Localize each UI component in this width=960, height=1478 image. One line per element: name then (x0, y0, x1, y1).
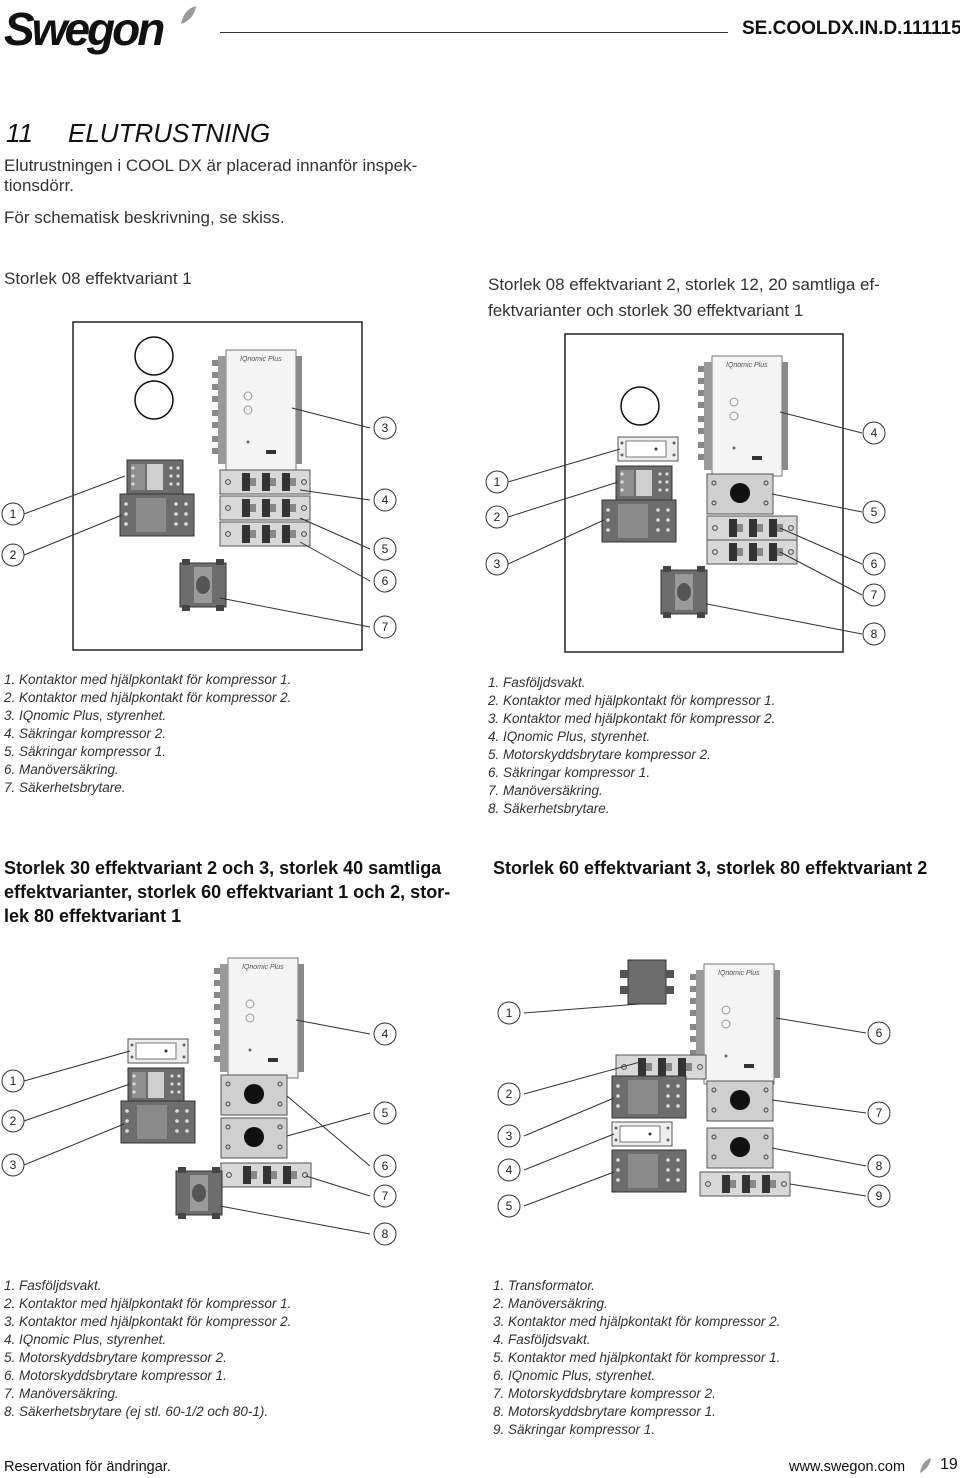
callout-4: 4 (381, 1027, 389, 1041)
figure2-caption: Storlek 08 effektvariant 2, storlek 12, … (488, 275, 880, 320)
list-item: 5. Säkringar kompressor 1. (4, 744, 167, 759)
callout-3: 3 (493, 557, 501, 571)
figure2-diagram (485, 333, 886, 653)
callout-2: 2 (505, 1087, 513, 1101)
list-item: 3. IQnomic Plus, styrenhet. (4, 708, 167, 723)
callout-1: 1 (9, 507, 17, 521)
figure3-legend: 1. Fasföljdsvakt. 2. Kontaktor med hjälp… (4, 1277, 291, 1421)
list-item: 3. Kontaktor med hjälpkontakt för kompre… (488, 711, 776, 726)
callout-4: 4 (381, 493, 389, 507)
callout-4: 4 (870, 426, 878, 440)
list-item: 2. Kontaktor med hjälpkontakt för kompre… (4, 1296, 292, 1311)
list-item: 1. Fasföljdsvakt. (4, 1278, 102, 1293)
callout-8: 8 (875, 1159, 883, 1173)
callout-8: 8 (381, 1227, 389, 1241)
callout-2: 2 (9, 1114, 17, 1128)
list-item: 3. Kontaktor med hjälpkontakt för kompre… (493, 1314, 781, 1329)
list-item: 5. Kontaktor med hjälpkontakt för kompre… (493, 1350, 781, 1365)
callout-7: 7 (875, 1106, 883, 1120)
list-item: 8. Säkerhetsbrytare (ej stl. 60-1/2 och … (4, 1404, 269, 1419)
list-item: 7. Manöversäkring. (488, 783, 603, 798)
callout-9: 9 (875, 1189, 883, 1203)
leaf-icon (181, 6, 196, 24)
callout-6: 6 (870, 557, 878, 571)
controller-brand-label: IQnomic Plus (242, 964, 284, 971)
figure3-diagram (1, 957, 397, 1246)
figure1-caption: Storlek 08 effektvariant 1 (4, 269, 192, 288)
callout-7: 7 (381, 620, 389, 634)
callout-6: 6 (875, 1026, 883, 1040)
leaf-icon (920, 1458, 931, 1473)
list-item: 5. Motorskyddsbrytare kompressor 2. (488, 747, 711, 762)
list-item: 2. Kontaktor med hjälpkontakt för kompre… (488, 693, 776, 708)
callout-4: 4 (505, 1163, 513, 1177)
list-item: 1. Fasföljdsvakt. (488, 675, 586, 690)
callout-2: 2 (493, 510, 501, 524)
figure4-legend: 1. Transformator. 2. Manöversäkring. 3. … (493, 1277, 780, 1439)
list-item: 6. Motorskyddsbrytare kompressor 1. (4, 1368, 227, 1383)
list-item: 8. Säkerhetsbrytare. (488, 801, 610, 816)
swegon-logo: Swegon (4, 3, 165, 55)
figure4-caption: Storlek 60 effektvariant 3, storlek 80 e… (493, 858, 928, 878)
header-rule (220, 32, 728, 33)
section-number: 11 (6, 118, 33, 148)
footer-url[interactable]: www.swegon.com (789, 1459, 906, 1475)
list-item: 8. Motorskyddsbrytare kompressor 1. (493, 1404, 716, 1419)
list-item: 6. IQnomic Plus, styrenhet. (493, 1368, 656, 1383)
controller-brand-label: IQnomic Plus (726, 362, 768, 369)
list-item: 6. Manöversäkring. (4, 762, 119, 777)
list-item: 2. Manöversäkring. (493, 1296, 608, 1311)
callout-3: 3 (505, 1129, 513, 1143)
list-item: 4. IQnomic Plus, styrenhet. (488, 729, 651, 744)
controller-brand-label: IQnomic Plus (718, 970, 760, 977)
list-item: 5. Motorskyddsbrytare kompressor 2. (4, 1350, 227, 1365)
callout-3: 3 (381, 421, 389, 435)
callout-5: 5 (505, 1199, 513, 1213)
list-item: 1. Kontaktor med hjälpkontakt för kompre… (4, 672, 292, 687)
callout-1: 1 (505, 1006, 513, 1020)
list-item: 7. Manöversäkring. (4, 1386, 119, 1401)
controller-brand-label: IQnomic Plus (240, 356, 282, 363)
callout-5: 5 (870, 505, 878, 519)
list-item: 7. Säkerhetsbrytare. (4, 780, 126, 795)
callout-1: 1 (9, 1074, 17, 1088)
callout-7: 7 (381, 1189, 389, 1203)
callout-8: 8 (870, 627, 878, 641)
callout-5: 5 (381, 1106, 389, 1120)
intro-text: Elutrustningen i COOL DX är placerad inn… (4, 156, 418, 227)
figure4-diagram (497, 959, 891, 1218)
footer-note: Reservation för ändringar. (4, 1459, 171, 1475)
figure3-caption: Storlek 30 effektvariant 2 och 3, storle… (4, 858, 451, 926)
list-item: 6. Säkringar kompressor 1. (488, 765, 651, 780)
callout-6: 6 (381, 574, 389, 588)
list-item: 2. Kontaktor med hjälpkontakt för kompre… (4, 690, 292, 705)
document-code: SE.COOLDX.IN.D.111115 (742, 18, 960, 39)
list-item: 4. IQnomic Plus, styrenhet. (4, 1332, 167, 1347)
list-item: 7. Motorskyddsbrytare kompressor 2. (493, 1386, 716, 1401)
section-title: ELUTRUSTNING (68, 118, 271, 148)
figure1-legend: 1. Kontaktor med hjälpkontakt för kompre… (4, 671, 291, 797)
list-item: 4. Fasföljdsvakt. (493, 1332, 591, 1347)
list-item: 9. Säkringar kompressor 1. (493, 1422, 656, 1437)
list-item: 3. Kontaktor med hjälpkontakt för kompre… (4, 1314, 292, 1329)
figure2-legend: 1. Fasföljdsvakt. 2. Kontaktor med hjälp… (488, 674, 775, 818)
list-item: 1. Transformator. (493, 1278, 596, 1293)
callout-6: 6 (381, 1159, 389, 1173)
callout-5: 5 (381, 542, 389, 556)
callout-3: 3 (9, 1158, 17, 1172)
figure1-diagram (1, 321, 397, 651)
page-number: 19 (940, 1456, 958, 1473)
callout-7: 7 (870, 588, 878, 602)
list-item: 4. Säkringar kompressor 2. (4, 726, 167, 741)
callout-2: 2 (9, 548, 17, 562)
callout-1: 1 (493, 475, 501, 489)
